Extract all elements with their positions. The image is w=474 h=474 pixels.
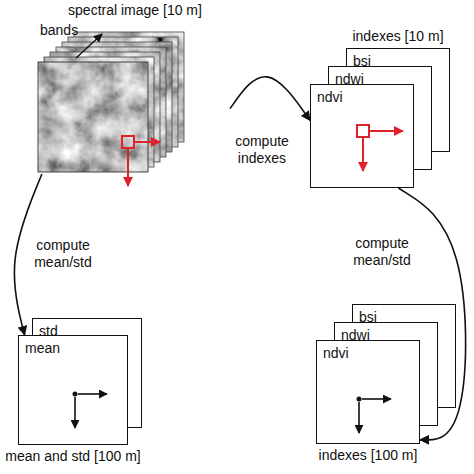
step-label: compute indexes [222, 132, 302, 168]
layer-caption: spectral image [10 m] [68, 2, 202, 19]
bands-arrow [76, 34, 102, 58]
pixel-dot [357, 397, 362, 402]
layer-name: mean [25, 340, 60, 357]
step-label: compute mean/std [340, 234, 424, 270]
axis-arrow [362, 398, 391, 400]
index-layer: ndviindexes [100 m] [316, 340, 420, 444]
step-label: compute mean/std [24, 236, 102, 272]
axis-label: bands [40, 22, 78, 39]
layer-name: ndvi [317, 89, 343, 106]
axis-arrow [358, 402, 360, 433]
band-layers [38, 32, 184, 172]
pixel-square [357, 125, 369, 137]
index-layer: ndvi [310, 84, 414, 188]
layer-name: ndvi [323, 345, 349, 362]
process-arrow [230, 77, 310, 121]
axis-arrow [362, 137, 364, 171]
stat-layer: meanmean and std [100 m] [18, 335, 128, 445]
layer-caption: indexes [100 m] [319, 447, 418, 464]
pixel-marker [122, 136, 160, 186]
layer-caption: mean and std [100 m] [5, 448, 140, 465]
axis-arrow [369, 130, 403, 132]
layer-caption: indexes [10 m] [352, 28, 443, 45]
axis-arrow [74, 397, 76, 428]
axis-arrow [78, 393, 107, 395]
pixel-dot [73, 392, 78, 397]
